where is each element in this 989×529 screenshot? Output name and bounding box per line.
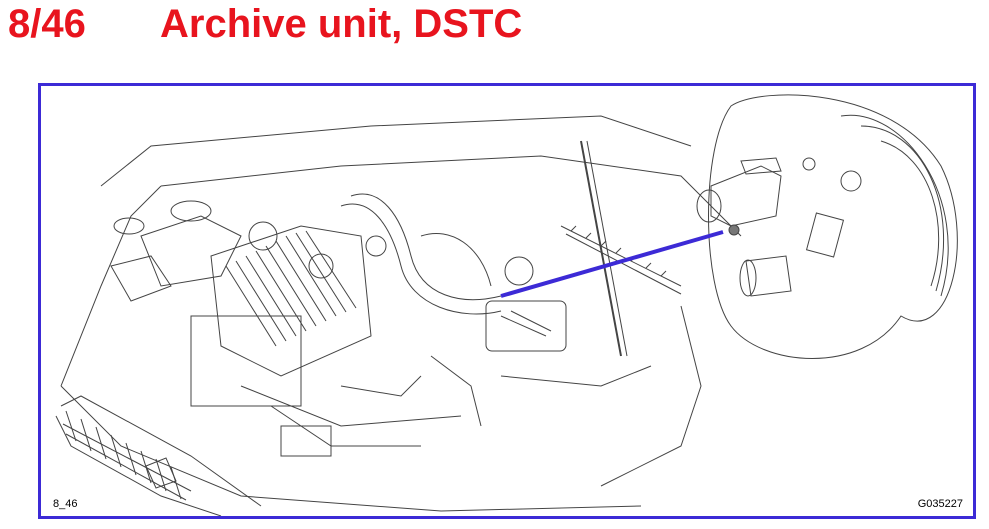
engine-bay-illustration <box>55 94 958 516</box>
cowl-vent <box>560 225 682 295</box>
pressure-sensor <box>805 212 845 258</box>
figure-code-right: G035227 <box>917 498 963 510</box>
grille <box>55 395 262 516</box>
radiator-block <box>190 315 302 407</box>
emblem <box>145 457 177 489</box>
figure-frame: 8_46 G035227 <box>38 83 976 519</box>
figure-code-left: 8_46 <box>53 498 78 510</box>
hood-strut <box>580 140 622 357</box>
fuse-box <box>485 300 567 352</box>
sensor-connector <box>710 165 782 227</box>
figure-title: Archive unit, DSTC <box>160 2 523 46</box>
brake-servo-detail <box>696 94 958 359</box>
intake-manifold <box>210 225 372 377</box>
figure-number: 8/46 <box>8 2 86 46</box>
hood-edge <box>100 115 692 187</box>
callout-line <box>500 230 724 298</box>
page-header: 8/46 Archive unit, DSTC <box>0 0 989 60</box>
oil-cap <box>248 221 278 251</box>
